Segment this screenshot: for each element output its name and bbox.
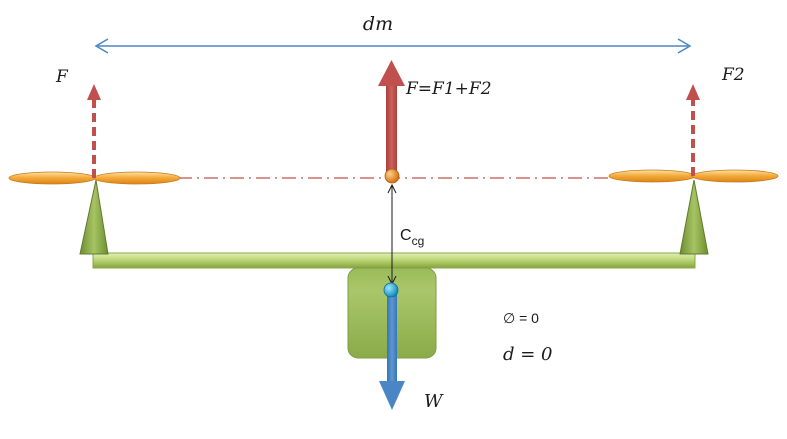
cg-offset-label: Ccg [400,227,424,248]
distance-arrow [94,38,692,54]
right-thrust-label: F2 [721,65,745,85]
frame-bar [92,252,696,269]
left-thrust-arrow [87,84,101,178]
right-thrust-arrow [686,84,700,176]
distance-label: dm [363,13,393,35]
left-pylon [79,179,109,255]
left-propeller [8,171,181,185]
right-pylon [679,179,709,255]
distance-condition-label: d = 0 [503,344,553,365]
left-thrust-label: F [55,67,69,87]
center-of-thrust-marker [384,168,400,184]
total-thrust-arrow [378,60,405,178]
center-of-gravity-marker [383,282,399,298]
total-thrust-label: F=F1+F2 [405,79,492,99]
angle-condition-label: ∅ = 0 [503,310,539,326]
right-propeller [608,169,779,183]
weight-label: W [424,391,444,412]
weight-arrow [379,291,405,410]
